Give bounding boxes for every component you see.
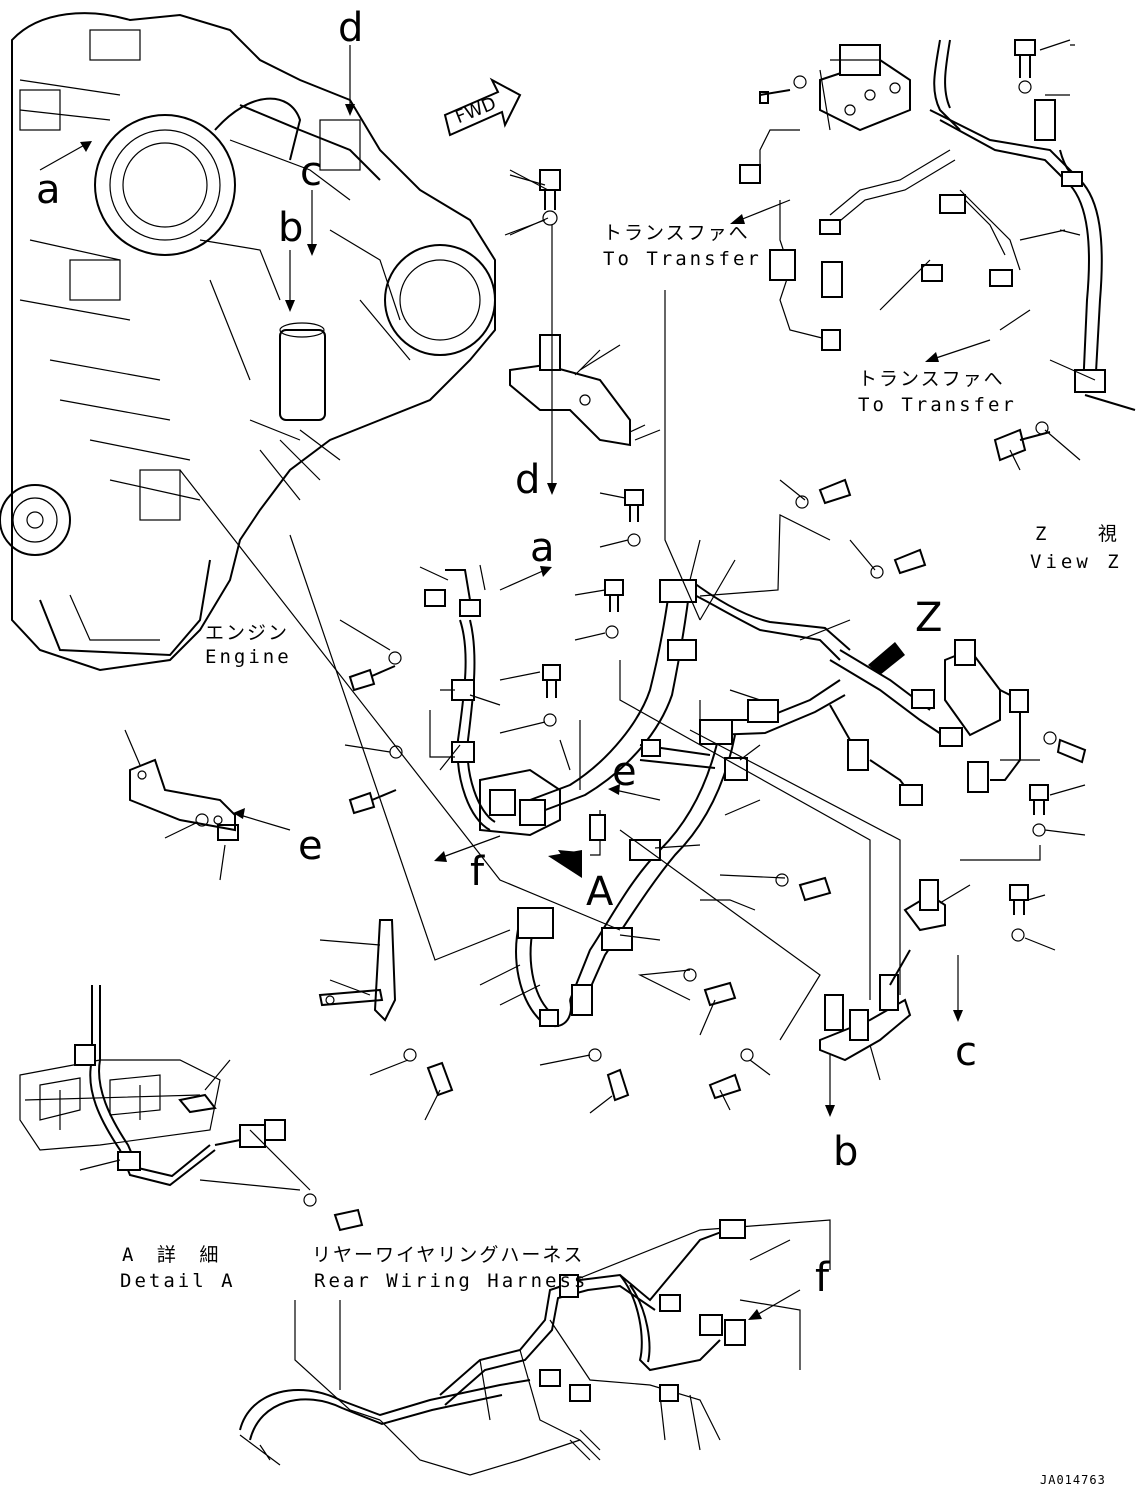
leader-lines — [124, 174, 1086, 1121]
callout-e-harness: e — [612, 749, 637, 795]
view-z-en: View Z — [1030, 551, 1123, 573]
callout-d-bracket: d — [515, 457, 541, 503]
callout-b-bracket: b — [833, 1129, 859, 1175]
callout-c-engine: c — [300, 149, 322, 195]
callout-a-harness: a — [530, 525, 555, 571]
detail-a-en: Detail A — [120, 1270, 236, 1292]
to-transfer-1-en: To Transfer — [603, 248, 762, 270]
engine-arrows — [39, 45, 355, 312]
fwd-arrow — [443, 77, 522, 137]
callout-f-harness: f — [470, 849, 485, 895]
rear-harness-en: Rear Wiring Harness — [314, 1270, 589, 1292]
callout-a-detail: A — [586, 869, 614, 915]
callout-d-engine: d — [338, 5, 364, 51]
detail-a — [19, 985, 311, 1191]
bolts-washers — [195, 478, 1049, 1232]
main-arrows — [233, 566, 905, 878]
callout-c-bracket: c — [955, 1029, 977, 1075]
engine-illustration — [0, 12, 496, 672]
view-z-leaders — [819, 39, 1096, 471]
main-harness — [129, 169, 1087, 1117]
rear-harness — [239, 1219, 831, 1476]
view-z-jp: Z 視 — [1035, 523, 1137, 545]
to-transfer-2-jp: トランスファへ — [858, 368, 1005, 390]
rear-harness-jp: リヤーワイヤリングハーネス — [312, 1244, 585, 1266]
engine-en: Engine — [205, 646, 292, 668]
callout-z-view: Z — [915, 595, 943, 641]
transfer-arrows — [730, 199, 991, 362]
callout-e-bracket: e — [298, 823, 323, 869]
view-z-harness — [739, 39, 1136, 462]
to-transfer-1-jp: トランスファへ — [603, 222, 750, 244]
to-transfer-2-en: To Transfer — [858, 394, 1017, 416]
engine-jp: エンジン — [205, 622, 290, 644]
drawing-code: JA014763 — [1040, 1473, 1106, 1487]
callout-f-rear: f — [815, 1255, 830, 1301]
detail-a-jp: A 詳 細 — [122, 1244, 225, 1266]
callout-b-engine: b — [278, 205, 304, 251]
callout-a-engine: a — [36, 167, 61, 213]
